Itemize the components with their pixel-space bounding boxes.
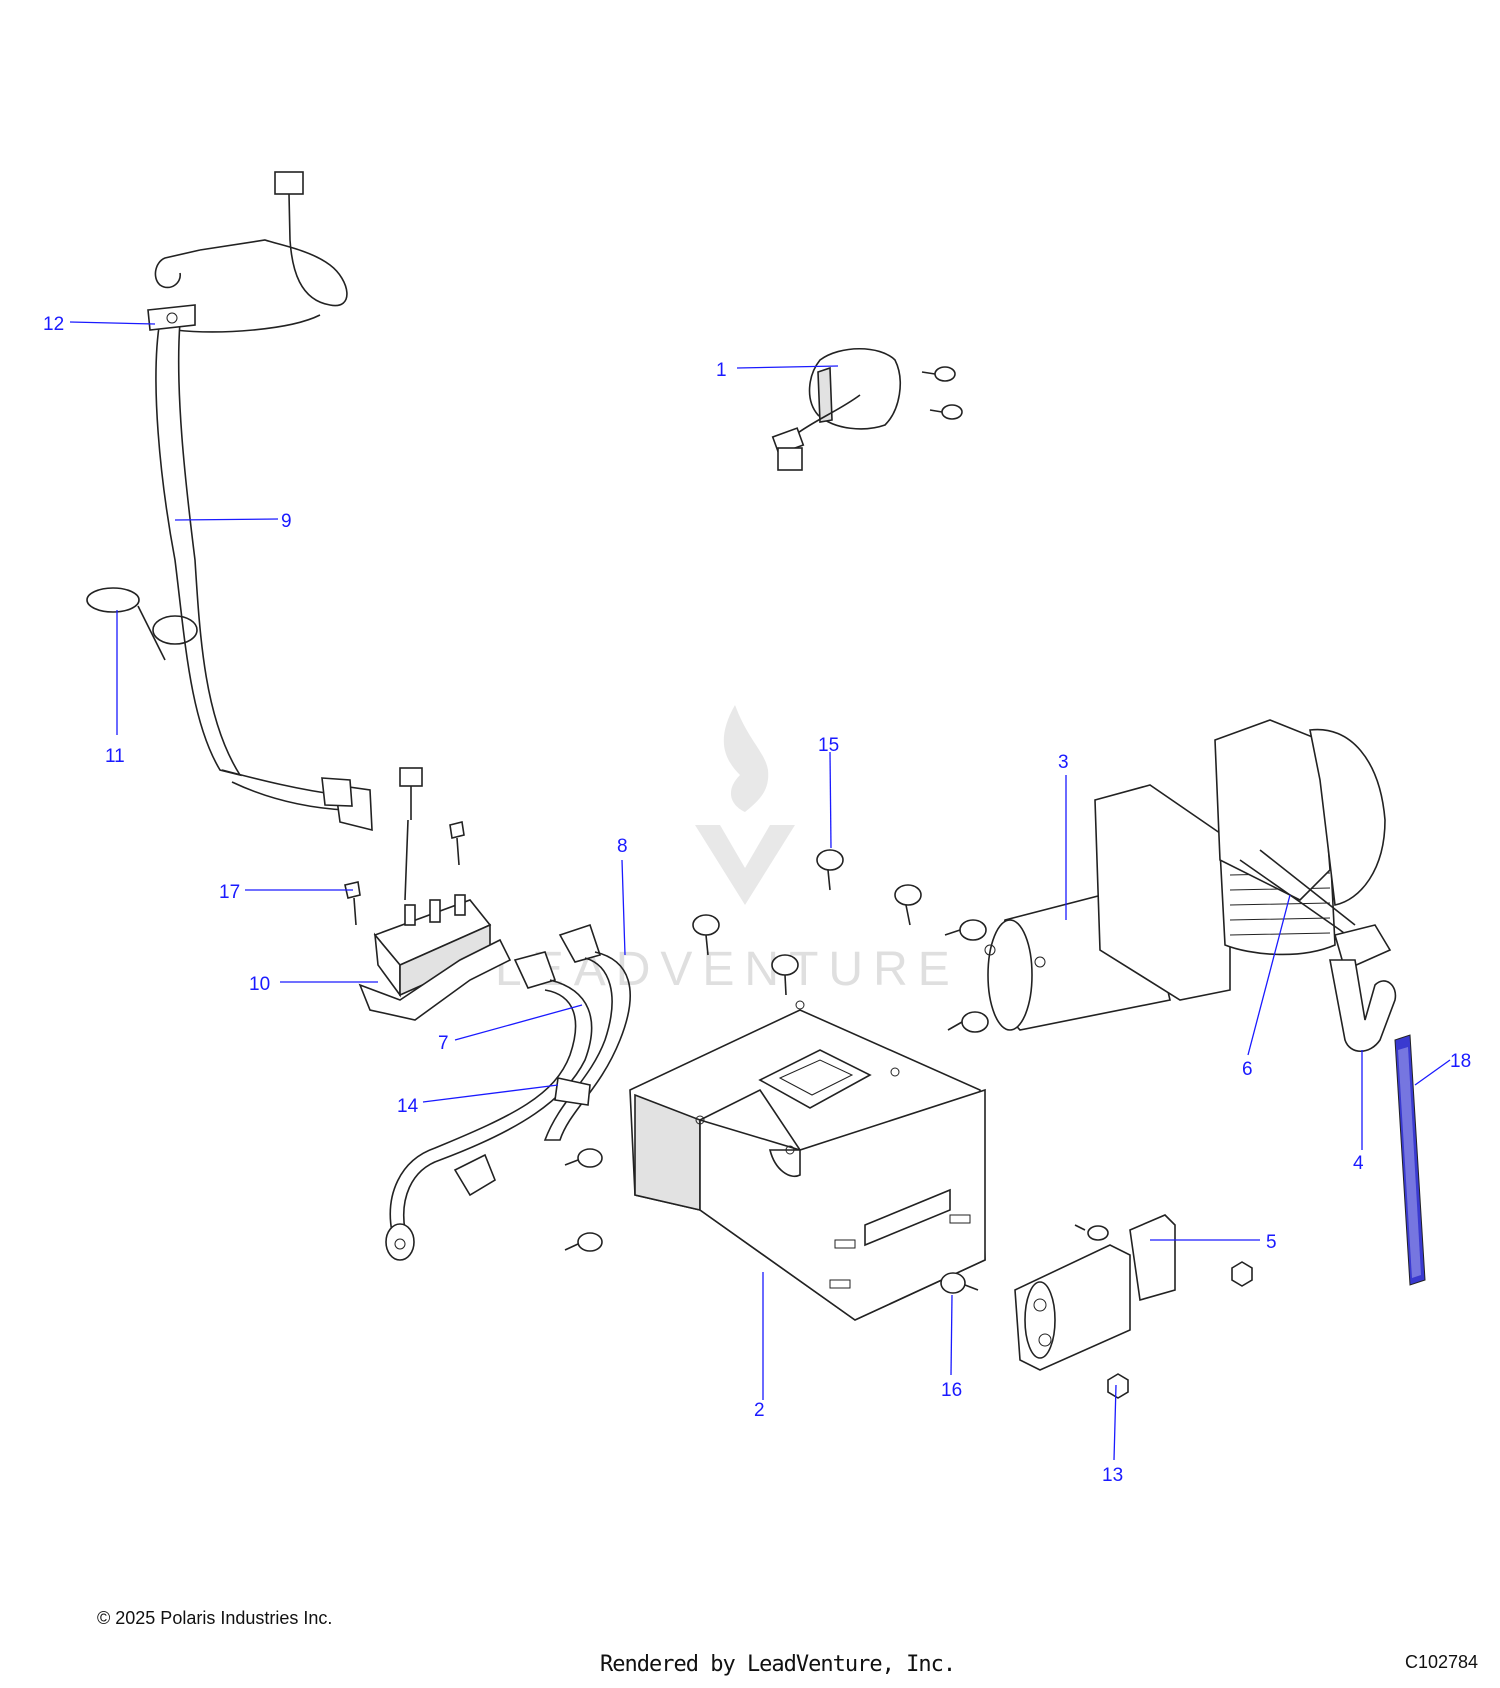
callout-16: 16 (941, 1380, 962, 1401)
callout-8: 8 (617, 836, 628, 857)
watermark-text: LEADVENTURE (495, 943, 960, 996)
watermark: LEADVENTURE (495, 705, 960, 996)
leader-1 (736, 365, 839, 369)
rendered-by-text: Rendered by LeadVenture, Inc. (600, 1652, 956, 1677)
callout-7: 7 (438, 1033, 449, 1054)
diagram-id: C102784 (1405, 1652, 1479, 1672)
part-10-contactor (344, 767, 512, 1021)
part-4-hook (1329, 924, 1397, 1053)
watermark-v-icon (695, 825, 795, 905)
callout-1: 1 (716, 360, 727, 381)
bolts (564, 849, 989, 1294)
callout-18: 18 (1450, 1051, 1471, 1072)
part-12-clip (147, 304, 196, 331)
callout-2: 2 (754, 1400, 765, 1421)
watermark-flame-icon (723, 705, 769, 812)
callout-3: 3 (1058, 752, 1069, 773)
connector-tab (274, 171, 304, 195)
leader-7 (454, 1004, 583, 1041)
callout-9: 9 (281, 511, 292, 532)
callout-10: 10 (249, 974, 270, 995)
callout-4: 4 (1353, 1153, 1364, 1174)
part-3-winch (984, 719, 1386, 1031)
callout-11: 11 (105, 746, 125, 767)
callout-13: 13 (1102, 1465, 1123, 1486)
leader-12 (69, 321, 156, 325)
part-9-cable (154, 171, 373, 832)
callout-labels: 1 2 3 4 5 6 7 8 9 10 11 12 13 14 15 16 1… (43, 314, 1471, 1486)
part-2-bracket (629, 1000, 986, 1321)
leader-18 (1414, 1059, 1451, 1086)
part-7-8-cables (385, 923, 631, 1261)
leader-6 (1247, 894, 1291, 1056)
leader-14 (422, 1084, 559, 1103)
callout-14: 14 (397, 1096, 419, 1117)
callout-17: 17 (219, 882, 240, 903)
leader-16 (950, 1294, 953, 1376)
callout-6: 6 (1242, 1059, 1253, 1080)
callout-15: 15 (818, 735, 839, 756)
callout-5: 5 (1266, 1232, 1277, 1253)
part-1-switch (771, 347, 963, 471)
copyright-text: © 2025 Polaris Industries Inc. (97, 1608, 333, 1628)
leader-15 (829, 751, 832, 849)
part-11-ring-clamp (86, 587, 198, 661)
callout-12: 12 (43, 314, 64, 335)
leader-13 (1113, 1384, 1117, 1461)
part-18-decal (1394, 1034, 1426, 1286)
leader-9 (174, 518, 279, 521)
leader-lines (69, 321, 1451, 1461)
part-5-fairlead (1014, 1214, 1253, 1399)
leader-8 (621, 859, 626, 956)
